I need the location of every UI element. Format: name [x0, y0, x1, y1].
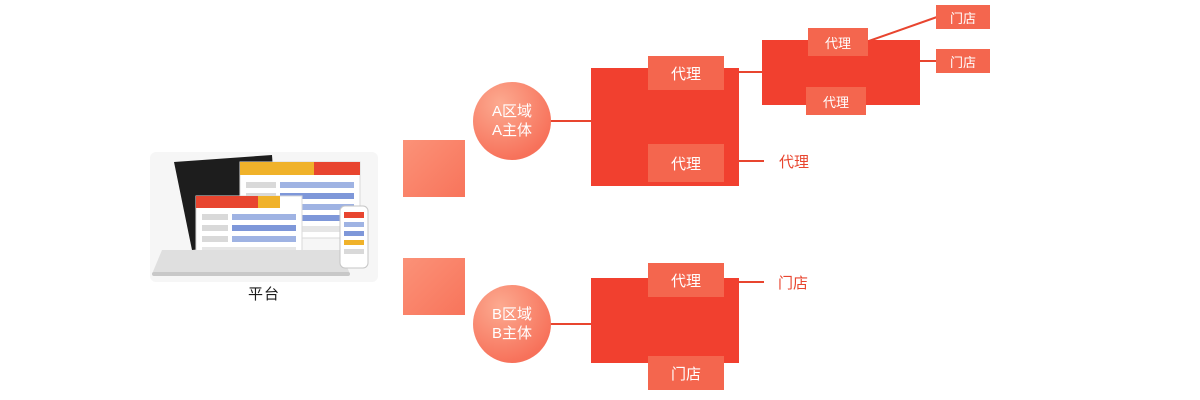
- platform-illustration: [150, 152, 378, 284]
- agent-node: 代理: [648, 263, 724, 297]
- region-a-line2: A主体: [491, 122, 532, 139]
- store-node: 门店: [648, 356, 724, 390]
- store-node: 门店: [936, 5, 990, 29]
- platform-label: 平台: [247, 286, 280, 303]
- region-node-a: A区域 A主体: [473, 82, 551, 160]
- agent-node: 代理: [806, 87, 866, 115]
- agent-node: 代理: [648, 56, 724, 90]
- agent-node: 代理: [648, 144, 724, 182]
- region-b-line1: B区域: [491, 305, 532, 323]
- region-a-line1: A区域: [491, 102, 532, 120]
- agent-node: 代理: [808, 28, 868, 56]
- agent-node: 代理: [764, 147, 824, 175]
- region-node-b: B区域 B主体: [473, 285, 551, 363]
- store-node: 门店: [764, 268, 822, 296]
- phone-icon: [339, 205, 369, 269]
- store-node: 门店: [936, 49, 990, 73]
- connector-square-a: [403, 140, 465, 197]
- connector-square-b: [403, 258, 465, 315]
- laptop-base-icon: [152, 250, 350, 276]
- region-b-line2: B主体: [491, 325, 532, 342]
